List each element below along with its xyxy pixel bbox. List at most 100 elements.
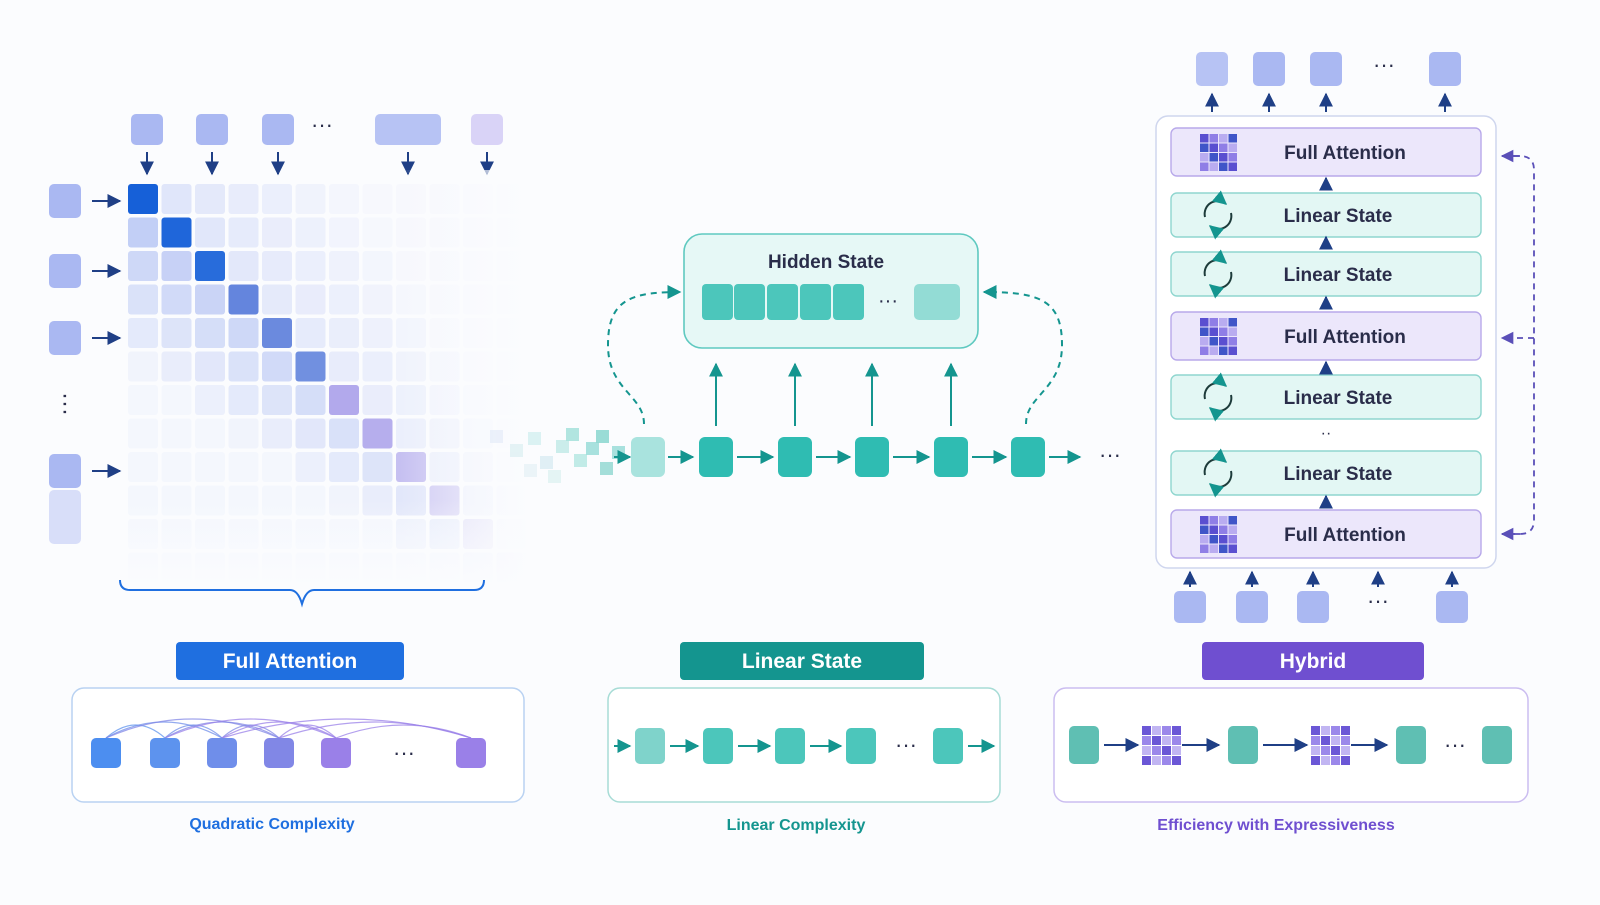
layer-box [1170,374,1482,420]
matrix-cell [362,184,393,214]
attention-grid-cell [1209,153,1218,162]
matrix-query-tokens [49,184,122,544]
hybrid-attention-cell [1331,756,1340,765]
attention-grid-cell [1200,318,1209,327]
attention-arcs [91,718,486,768]
hybrid-attention-cell [1162,736,1171,745]
layer-box [1170,127,1482,177]
hybrid-caption: Efficiency with Expressiveness [1157,817,1395,834]
query-token [49,184,81,218]
matrix-cell [161,217,192,248]
matrix-cell [195,284,225,315]
layer-box [1170,509,1482,559]
attention-grid-cell [1228,525,1237,534]
hybrid-attention-cell [1162,726,1171,735]
matrix-cell [262,418,292,449]
matrix-cell [262,251,292,281]
matrix-cell [161,418,192,449]
input-token [1297,591,1329,623]
cycle-icon-return [1208,271,1233,299]
input-token [1174,591,1206,623]
quadratic-token [91,738,121,768]
matrix-cell [161,452,192,482]
chain-token [778,437,812,477]
attention-grid-cell [1200,162,1209,171]
hybrid-attention-cell [1341,746,1350,755]
key-token [196,114,228,145]
attention-grid-cell [1209,134,1218,143]
hybrid-attention-cell [1331,726,1340,735]
quadratic-token [321,738,351,768]
hybrid-attention-cell [1311,746,1320,755]
layer-ellipsis: ·· [1321,425,1332,442]
key-token [471,114,503,145]
attention-arc [105,724,166,739]
hidden-state-cell-last [914,284,960,320]
hybrid-summary-chain [1069,726,1512,765]
hybrid-attention-cell [1162,756,1171,765]
hybrid-output-ellipsis: ··· [1373,52,1395,77]
hybrid-attention-cell [1142,756,1151,765]
hybrid-attention-cell [1172,756,1181,765]
state-feedback-left-arrow [606,285,682,425]
attention-grid-cell [1209,337,1218,346]
hybrid-attention-cell [1321,746,1330,755]
linear-summary-token [775,728,805,764]
matrix-cell [295,184,326,214]
attention-grid-icon [1200,516,1237,553]
hidden-state-cell [800,284,831,320]
attention-arc [164,721,280,739]
full-attention-layer: Full Attention [1170,127,1482,177]
dissolve-pixel [574,454,587,467]
hidden-state-cell [734,284,765,320]
linear-summary-token [846,728,876,764]
layer-label: Linear State [1284,206,1393,227]
matrix-cell [161,284,192,315]
hybrid-attention-cell [1142,726,1151,735]
key-token [375,114,441,145]
chain-token-faded [631,437,665,477]
matrix-cell [295,318,326,348]
matrix-cell [228,217,259,248]
layer-label: Linear State [1284,265,1393,286]
matrix-cell [329,351,359,382]
matrix-cell [362,251,393,281]
matrix-cell [329,418,359,449]
attention-grid-cell [1228,134,1237,143]
attention-grid-cell [1219,525,1228,534]
quadratic-token [456,738,486,768]
matrix-cell [161,318,192,348]
hidden-state-cell [702,284,733,320]
chain-token [934,437,968,477]
matrix-cell [128,284,158,315]
attention-grid-cell [1228,327,1237,336]
layer-label: Linear State [1284,388,1393,409]
matrix-top-ellipsis: ··· [311,112,333,137]
matrix-cell [161,385,192,415]
matrix-cell [262,284,292,315]
dissolve-pixel [596,430,609,443]
attention-arc [164,724,223,739]
matrix-cell [329,385,359,415]
input-token [1236,591,1268,623]
hybrid-input-ellipsis: ··· [1367,588,1389,613]
matrix-cell [329,217,359,248]
hybrid-linear-token [1396,726,1426,764]
quadratic-token [207,738,237,768]
cycle-icon-return [1208,212,1233,240]
attention-grid-cell [1228,143,1237,152]
attention-grid-cell [1200,134,1209,143]
quadratic-token [150,738,180,768]
hidden-state-title: Hidden State [768,252,884,273]
linear-summary-token [703,728,733,764]
hybrid-attention-cell [1142,746,1151,755]
matrix-cell [128,418,158,449]
hybrid-attention-cell [1331,746,1340,755]
matrix-cell [195,217,225,248]
hybrid-attention-cell [1162,746,1171,755]
full-attention-pill [176,642,404,680]
output-token [1310,52,1342,86]
matrix-cell [329,184,359,214]
quadratic-complexity-caption: Quadratic Complexity [189,816,354,833]
matrix-cell [228,385,259,415]
